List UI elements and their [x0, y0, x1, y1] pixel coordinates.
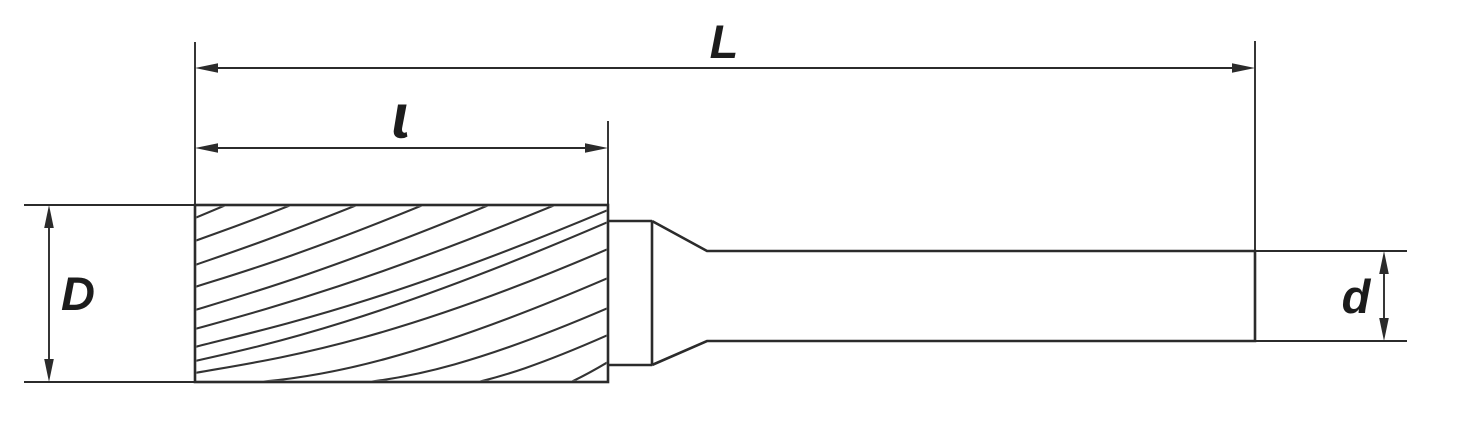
svg-text:D: D: [61, 267, 95, 320]
svg-text:d: d: [1342, 270, 1372, 323]
svg-text:L: L: [710, 15, 739, 68]
